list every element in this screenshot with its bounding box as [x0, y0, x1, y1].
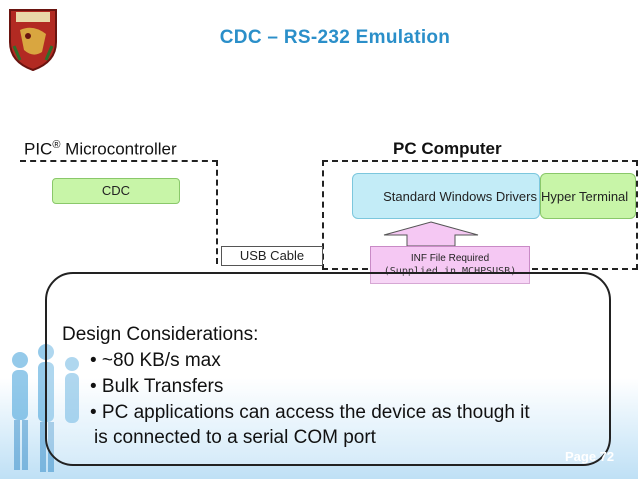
inf-file-box: INF File Required (Supplied in MCHPSUSB): [370, 246, 530, 284]
page-number: Page 72: [565, 449, 615, 464]
cdc-box: CDC: [52, 178, 180, 204]
bullet-item: • ~80 KB/s max: [90, 350, 221, 371]
people-silhouette-icon: [12, 344, 79, 472]
crest-logo-icon: [9, 9, 57, 72]
slide-title: CDC – RS-232 Emulation: [219, 27, 451, 48]
bullet-item-continuation: is connected to a serial COM port: [94, 427, 376, 448]
bullet-item: • PC applications can access the device …: [90, 402, 530, 423]
pc-computer-label: PC Computer: [393, 139, 502, 158]
design-considerations-box: [45, 272, 611, 466]
up-arrow-icon: [383, 221, 479, 247]
background-band: [0, 378, 638, 479]
pic-microcontroller-label: PIC® Microcontroller: [24, 139, 177, 159]
inf-file-label: INF File Required: [410, 253, 490, 264]
hyper-terminal-box: Hyper Terminal: [540, 173, 636, 219]
usb-cable-label: USB Cable: [221, 246, 323, 266]
inf-file-source: (Supplied in MCHPSUSB): [383, 266, 517, 277]
pic-microcontroller-region: [20, 160, 218, 264]
design-heading: Design Considerations:: [62, 324, 259, 345]
windows-drivers-box: Standard Windows Drivers: [352, 173, 540, 219]
bullet-item: • Bulk Transfers: [90, 376, 224, 397]
